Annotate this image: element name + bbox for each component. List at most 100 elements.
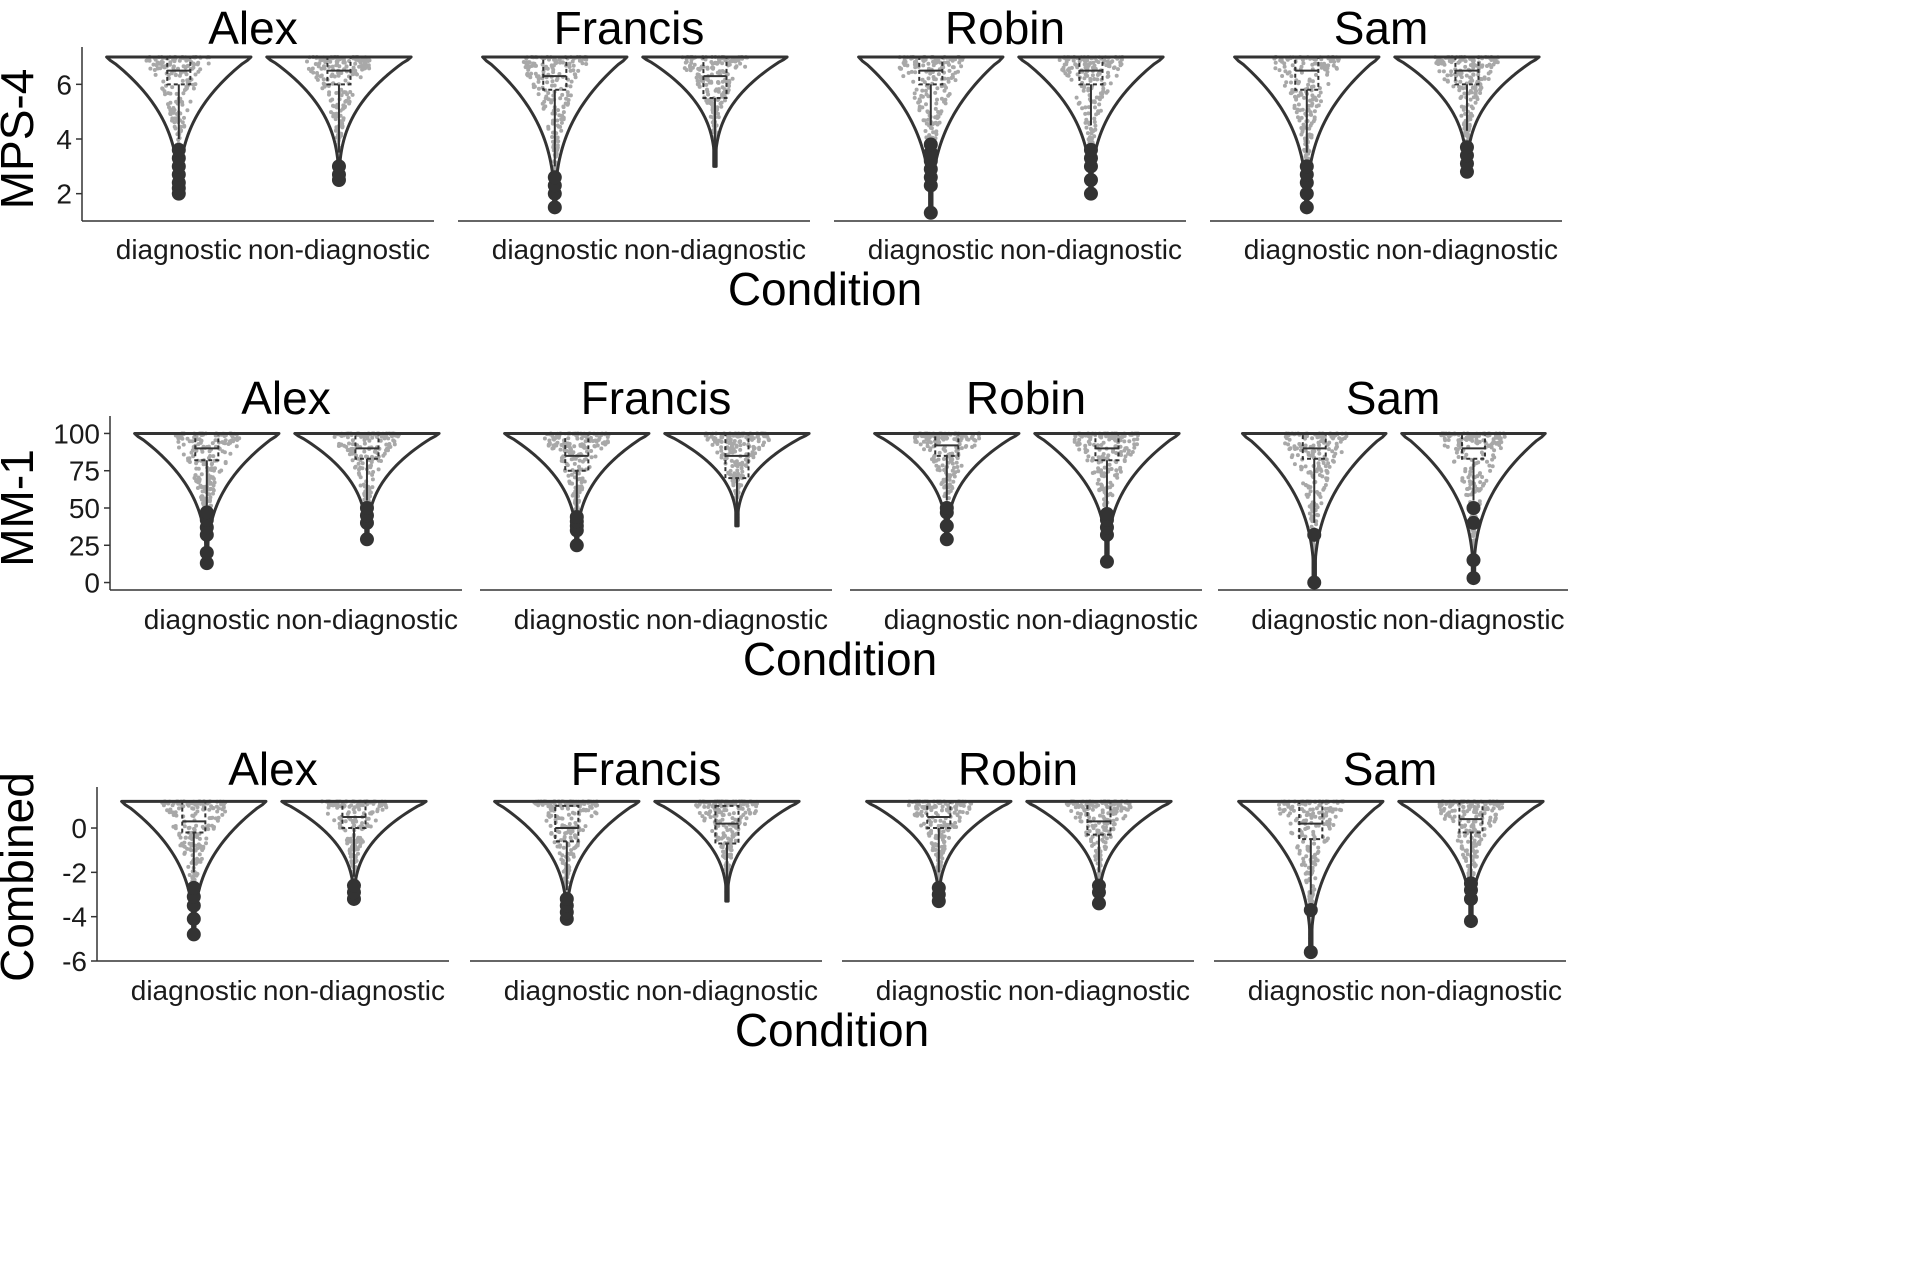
jitter-point bbox=[915, 811, 919, 816]
x-tick-label: diagnostic bbox=[876, 975, 1002, 1006]
jitter-point bbox=[196, 466, 201, 471]
violin-group-diagnostic: diagnostic bbox=[503, 431, 651, 635]
jitter-point bbox=[332, 818, 337, 823]
jitter-point bbox=[720, 79, 725, 84]
jitter-point bbox=[698, 66, 703, 70]
jitter-point bbox=[713, 436, 718, 441]
jitter-point bbox=[1084, 125, 1089, 130]
jitter-point bbox=[1465, 487, 1470, 491]
jitter-point bbox=[380, 807, 385, 812]
jitter-point bbox=[716, 81, 721, 85]
jitter-point bbox=[902, 63, 907, 67]
jitter-point bbox=[174, 813, 179, 818]
jitter-point bbox=[1297, 118, 1302, 123]
jitter-point bbox=[191, 814, 196, 818]
jitter-point bbox=[341, 90, 346, 95]
jitter-point bbox=[937, 468, 942, 473]
jitter-point bbox=[1333, 446, 1338, 451]
jitter-point bbox=[1062, 62, 1067, 67]
jitter-point bbox=[1310, 79, 1315, 84]
jitter-point bbox=[1485, 459, 1489, 464]
jitter-point bbox=[1314, 469, 1319, 474]
jitter-point bbox=[1314, 72, 1318, 77]
jitter-point bbox=[589, 449, 594, 453]
violin-group-diagnostic: diagnostic bbox=[1241, 431, 1388, 635]
jitter-point bbox=[1292, 462, 1297, 467]
jitter-point bbox=[1309, 121, 1314, 126]
violin-group-non-diagnostic: non-diagnostic bbox=[646, 431, 828, 635]
jitter-point bbox=[323, 59, 328, 64]
jitter-point bbox=[523, 65, 528, 70]
jitter-point bbox=[1454, 446, 1458, 451]
violin-group-diagnostic: diagnostic bbox=[120, 799, 268, 1006]
jitter-point bbox=[941, 447, 946, 451]
jitter-point bbox=[935, 86, 940, 91]
jitter-point bbox=[715, 61, 720, 66]
jitter-point bbox=[1292, 444, 1297, 449]
jitter-point bbox=[1306, 82, 1311, 87]
jitter-point bbox=[966, 437, 971, 442]
jitter-point bbox=[188, 99, 193, 104]
jitter-point bbox=[1464, 73, 1469, 78]
jitter-point bbox=[571, 852, 576, 857]
jitter-point bbox=[556, 108, 560, 113]
jitter-point bbox=[368, 494, 372, 499]
jitter-point bbox=[155, 66, 160, 71]
jitter-point bbox=[914, 804, 919, 809]
jitter-point bbox=[187, 439, 192, 444]
jitter-point bbox=[330, 81, 335, 86]
jitter-point bbox=[187, 825, 192, 830]
jitter-point bbox=[1086, 454, 1091, 459]
jitter-point bbox=[1094, 112, 1099, 117]
jitter-point bbox=[350, 92, 355, 97]
jitter-point bbox=[1315, 512, 1320, 517]
jitter-point bbox=[567, 852, 572, 856]
jitter-point bbox=[1314, 104, 1319, 109]
jitter-point bbox=[168, 111, 173, 116]
jitter-point bbox=[1095, 77, 1100, 82]
jitter-point bbox=[183, 835, 188, 840]
violin-group-diagnostic: diagnostic bbox=[133, 431, 281, 635]
jitter-point bbox=[180, 78, 185, 83]
jitter-point bbox=[568, 84, 573, 89]
jitter-point bbox=[906, 70, 911, 75]
violin-group-non-diagnostic: non-diagnostic bbox=[1382, 431, 1565, 635]
jitter-point bbox=[1086, 111, 1091, 116]
jitter-point bbox=[210, 466, 215, 471]
x-tick-label: diagnostic bbox=[884, 604, 1010, 635]
jitter-point bbox=[726, 836, 731, 841]
jitter-point bbox=[550, 111, 555, 116]
jitter-point bbox=[959, 64, 964, 69]
x-tick-label: non-diagnostic bbox=[1382, 604, 1564, 635]
jitter-point bbox=[153, 72, 158, 77]
jitter-point bbox=[341, 118, 346, 122]
jitter-point bbox=[730, 464, 735, 468]
jitter-point bbox=[187, 841, 192, 846]
x-tick-label: non-diagnostic bbox=[263, 975, 445, 1006]
jitter-point bbox=[573, 834, 578, 839]
jitter-point bbox=[565, 463, 570, 468]
box bbox=[702, 56, 728, 99]
jitter-point bbox=[325, 811, 330, 816]
jitter-point bbox=[1445, 78, 1450, 83]
jitter-point bbox=[186, 458, 191, 463]
jitter-point bbox=[1300, 128, 1305, 133]
jitter-point bbox=[1470, 106, 1475, 111]
jitter-point bbox=[352, 810, 357, 815]
jitter-point bbox=[545, 66, 550, 71]
x-tick-label: diagnostic bbox=[144, 604, 270, 635]
jitter-point bbox=[947, 482, 952, 487]
jitter-point bbox=[1330, 458, 1335, 463]
jitter-point bbox=[1462, 479, 1467, 484]
jitter-point bbox=[717, 69, 722, 74]
jitter-point bbox=[1332, 59, 1337, 64]
jitter-point bbox=[189, 848, 194, 853]
jitter-point bbox=[193, 72, 198, 77]
jitter-point bbox=[1119, 62, 1124, 67]
jitter-point bbox=[331, 103, 335, 108]
jitter-point bbox=[552, 57, 557, 62]
jitter-point bbox=[316, 64, 321, 69]
